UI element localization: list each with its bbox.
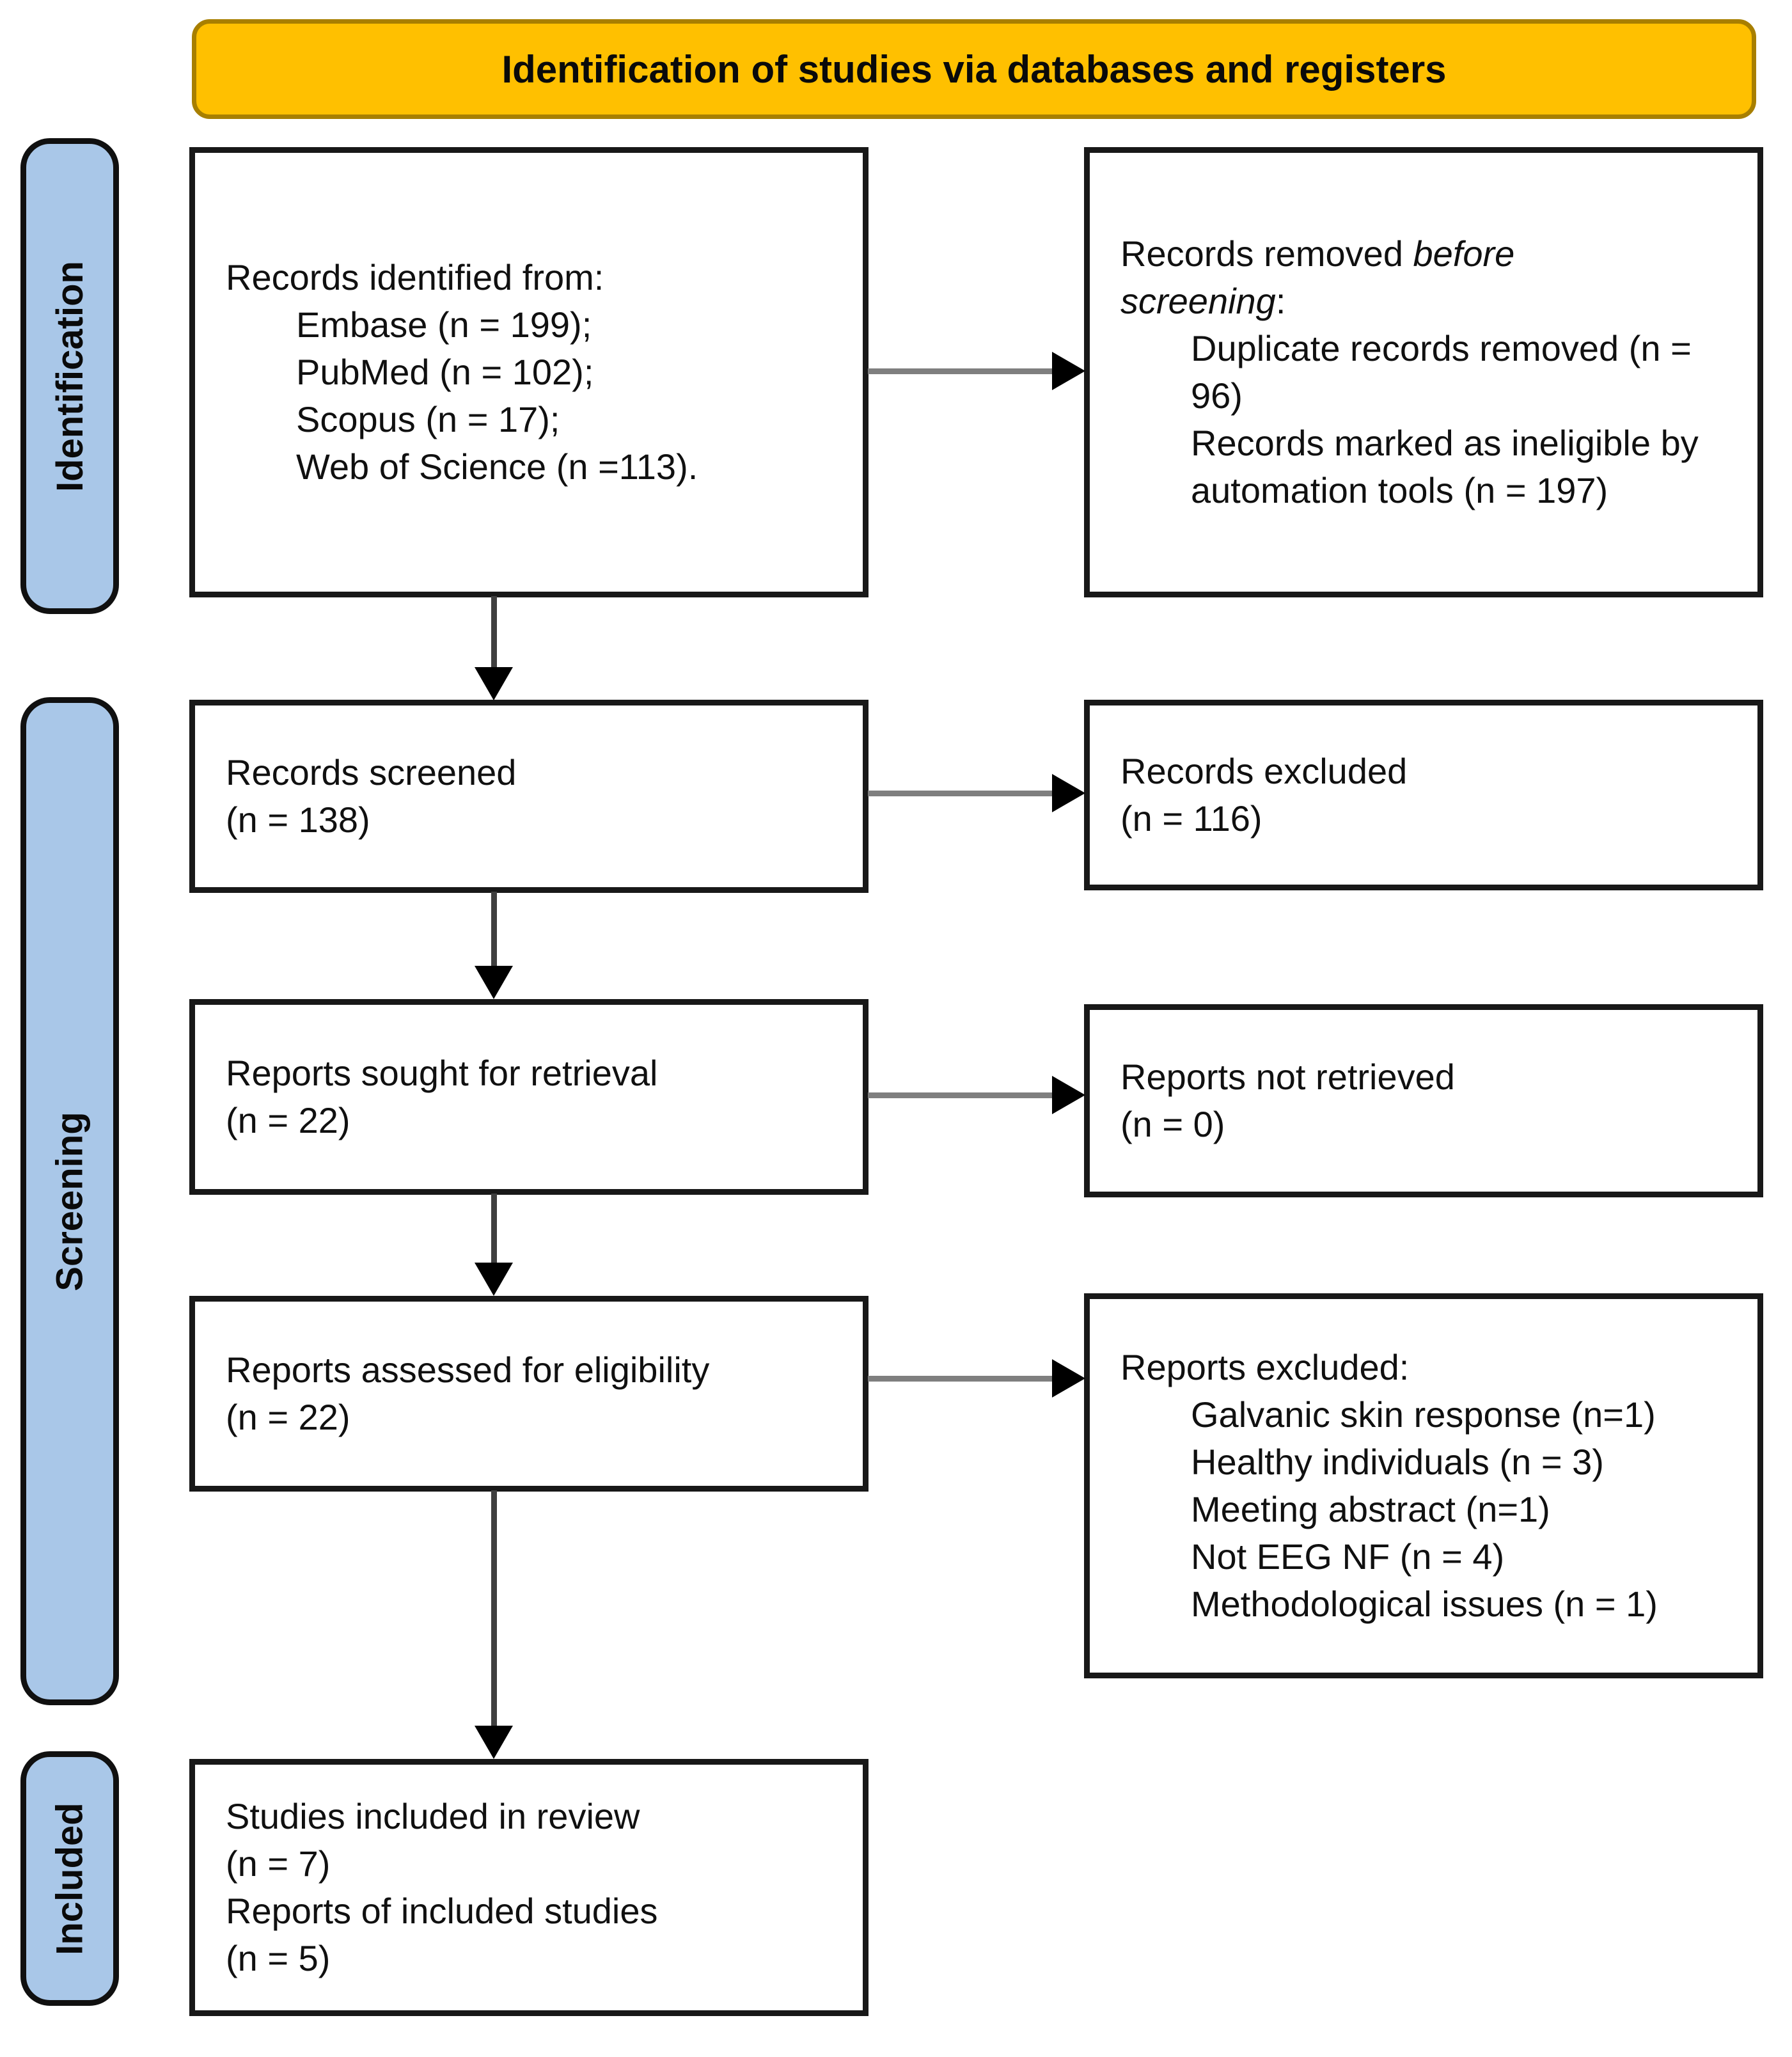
arrow-screened-to-sought-shaft (491, 892, 497, 968)
box-records-screened: Records screened (n = 138) (189, 700, 868, 893)
stage-screening-label: Screening (49, 1111, 91, 1291)
arrow-assessed-to-included-shaft (491, 1490, 497, 1728)
records-identified-item: Web of Science (n =113). (296, 446, 698, 487)
reports-sought-line1: Reports sought for retrieval (226, 1053, 658, 1093)
arrow-sought-to-assessed-head (475, 1263, 513, 1296)
records-removed-title-line2: screening: (1120, 278, 1727, 325)
reports-excluded-title: Reports excluded: (1120, 1347, 1410, 1387)
records-removed-title-italic: before (1413, 233, 1515, 274)
stage-included-label: Included (49, 1802, 91, 1955)
arrow-identified-to-removed-shaft (868, 368, 1053, 374)
box-records-excluded: Records excluded (n = 116) (1084, 700, 1763, 890)
reports-excluded-item: Methodological issues (n = 1) (1191, 1584, 1658, 1624)
arrow-screened-to-sought-head (475, 966, 513, 999)
stage-screening: Screening (20, 697, 119, 1705)
arrow-identified-to-screened-shaft (491, 596, 497, 670)
arrow-assessed-to-reportsexcluded-head (1052, 1359, 1085, 1398)
records-excluded-line2: (n = 116) (1120, 798, 1262, 839)
records-removed-item: Duplicate records removed (n = 96) (1191, 328, 1692, 416)
records-removed-title-italic2: screening (1120, 281, 1276, 321)
records-identified-item: Embase (n = 199); (296, 304, 592, 345)
records-removed-title-line1: Records removed before (1120, 230, 1727, 278)
studies-included-line: Reports of included studies (226, 1891, 658, 1931)
reports-assessed-line2: (n = 22) (226, 1397, 350, 1437)
reports-sought-line2: (n = 22) (226, 1100, 350, 1140)
reports-excluded-item: Not EEG NF (n = 4) (1191, 1536, 1505, 1577)
records-screened-line1: Records screened (226, 752, 517, 792)
records-identified-item: Scopus (n = 17); (296, 399, 560, 439)
reports-assessed-line1: Reports assessed for eligibility (226, 1350, 710, 1390)
arrow-screened-to-excluded-shaft (868, 791, 1053, 796)
arrow-sought-to-assessed-shaft (491, 1194, 497, 1265)
stage-included: Included (20, 1751, 119, 2006)
reports-excluded-item: Meeting abstract (n=1) (1191, 1489, 1550, 1529)
reports-excluded-item: Healthy individuals (n = 3) (1191, 1442, 1604, 1482)
records-identified-item: PubMed (n = 102); (296, 352, 594, 392)
reports-not-retrieved-line1: Reports not retrieved (1120, 1057, 1455, 1097)
box-reports-excluded: Reports excluded: Galvanic skin response… (1084, 1293, 1763, 1678)
banner-title: Identification of studies via databases … (501, 47, 1447, 91)
records-excluded-line1: Records excluded (1120, 751, 1408, 791)
box-records-removed: Records removed before screening: Duplic… (1084, 147, 1763, 597)
records-removed-title-colon: : (1275, 281, 1286, 321)
box-reports-assessed: Reports assessed for eligibility (n = 22… (189, 1296, 868, 1492)
arrow-screened-to-excluded-head (1052, 774, 1085, 812)
records-removed-title-normal: Records removed (1120, 233, 1413, 274)
studies-included-line: (n = 5) (226, 1938, 331, 1978)
records-identified-title: Records identified from: (226, 257, 604, 297)
studies-included-line: Studies included in review (226, 1796, 640, 1836)
box-studies-included: Studies included in review (n = 7) Repor… (189, 1759, 868, 2016)
stage-identification: Identification (20, 138, 119, 614)
arrow-sought-to-notretrieved-head (1052, 1076, 1085, 1114)
box-reports-sought: Reports sought for retrieval (n = 22) (189, 999, 868, 1195)
records-screened-line2: (n = 138) (226, 800, 370, 840)
reports-not-retrieved-line2: (n = 0) (1120, 1104, 1225, 1144)
records-removed-item: Records marked as ineligible by automati… (1191, 423, 1699, 510)
reports-excluded-item: Galvanic skin response (n=1) (1191, 1394, 1656, 1435)
arrow-identified-to-screened-head (475, 667, 513, 700)
arrow-sought-to-notretrieved-shaft (868, 1092, 1053, 1098)
arrow-assessed-to-reportsexcluded-shaft (868, 1376, 1053, 1382)
banner: Identification of studies via databases … (192, 19, 1756, 119)
studies-included-line: (n = 7) (226, 1843, 331, 1884)
arrow-identified-to-removed-head (1052, 352, 1085, 390)
stage-identification-label: Identification (49, 260, 91, 492)
arrow-assessed-to-included-head (475, 1726, 513, 1759)
box-records-identified: Records identified from: Embase (n = 199… (189, 147, 868, 597)
box-reports-not-retrieved: Reports not retrieved (n = 0) (1084, 1004, 1763, 1197)
